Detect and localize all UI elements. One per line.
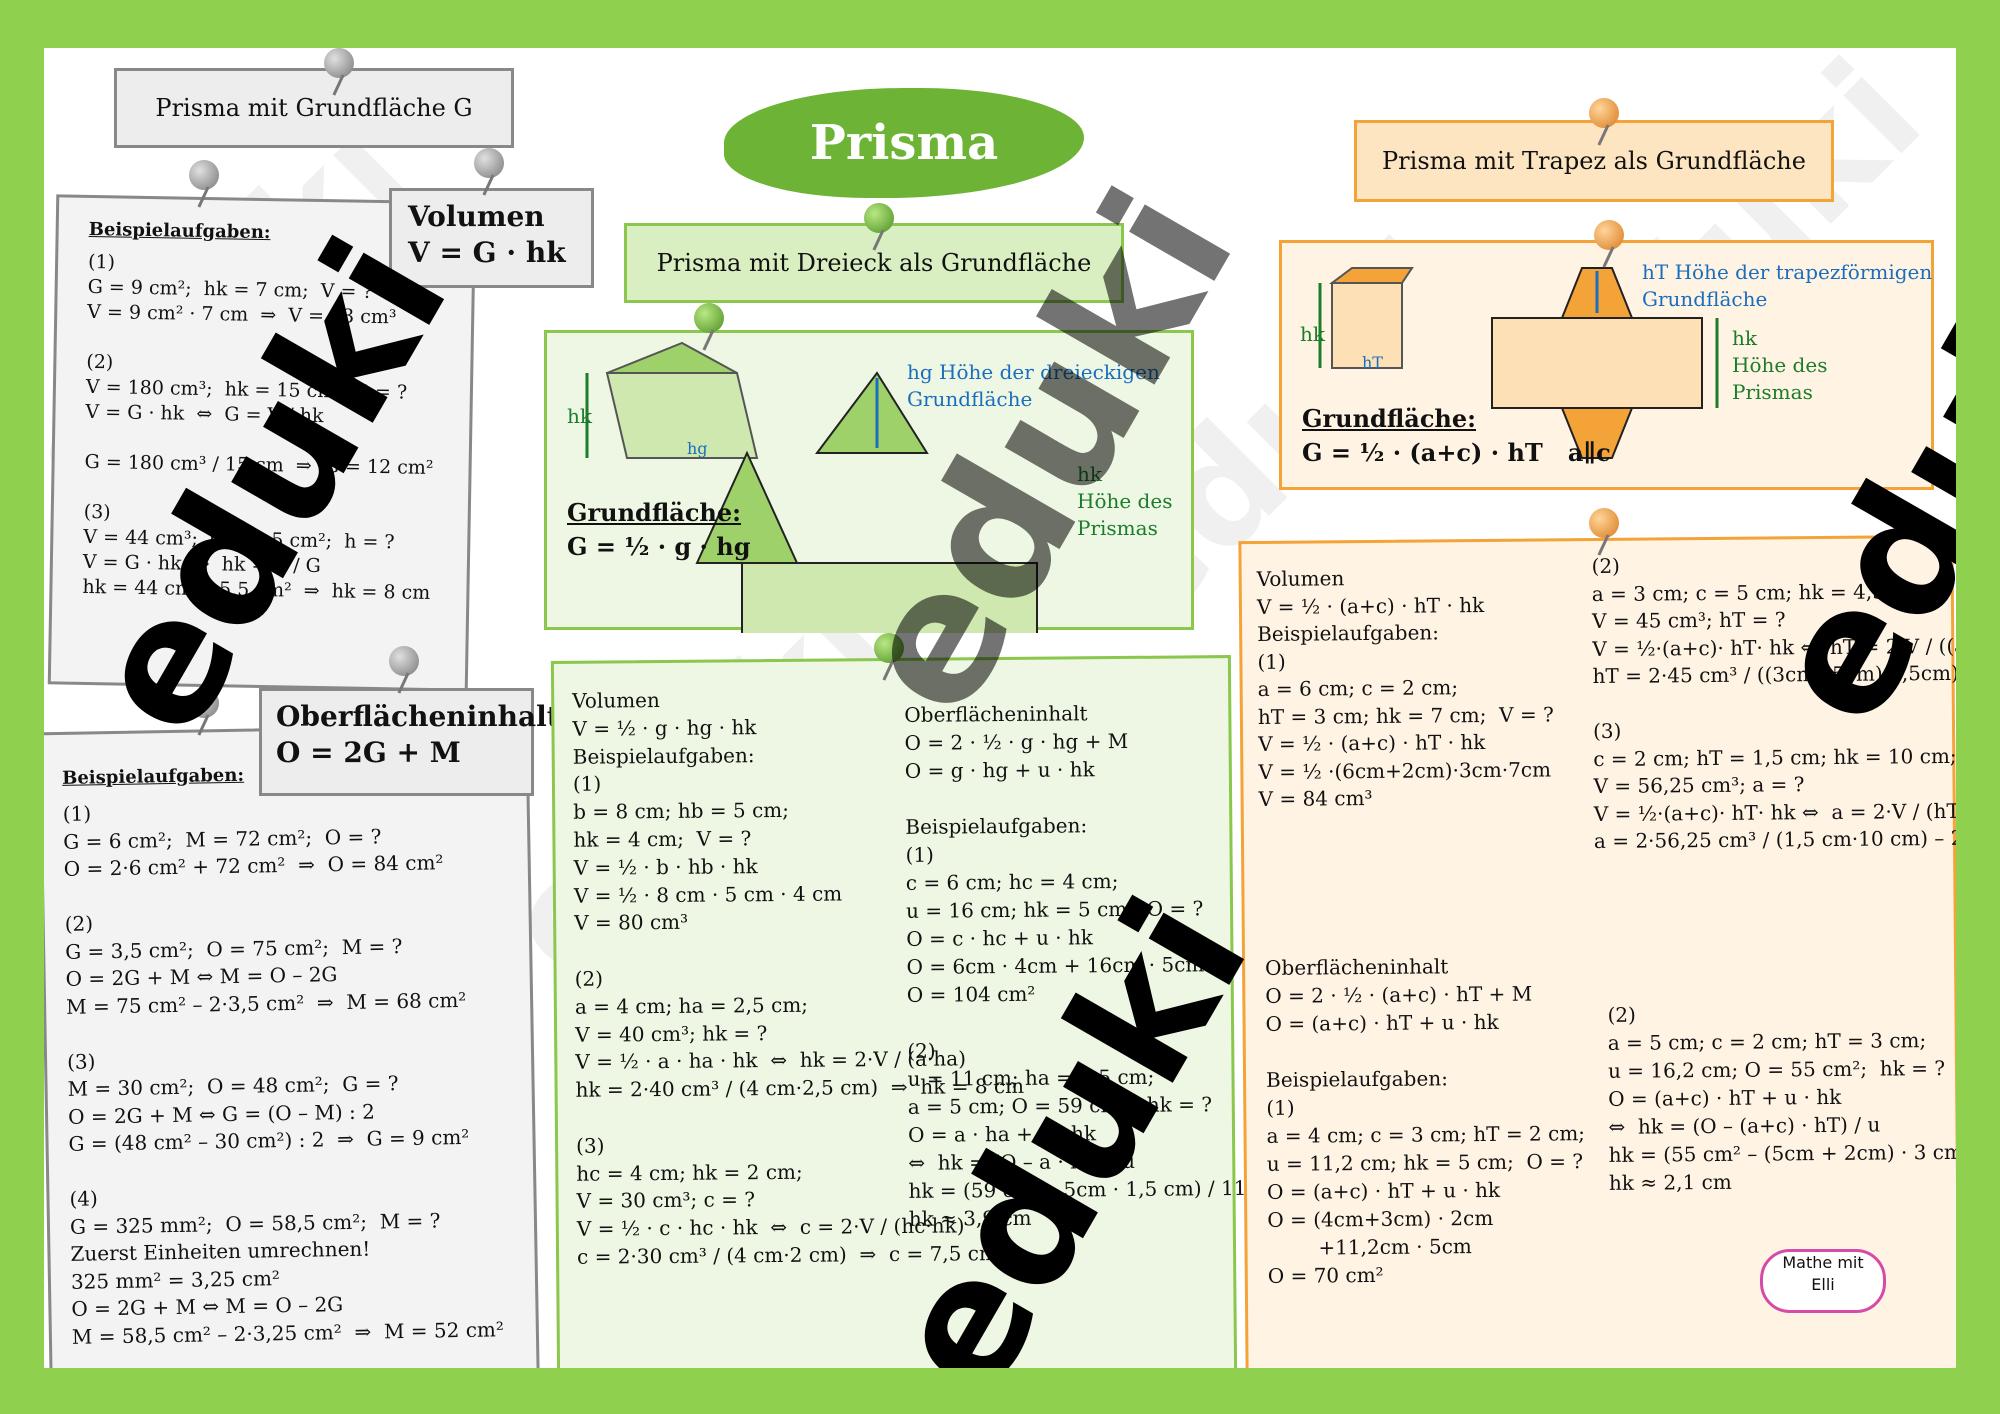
dreieck-prism-diagram [585,341,1038,633]
worksheet: eduki eduki eduki eduki eduki Prisma Pri… [44,48,1956,1368]
oberflaeche-examples-text: (1) G = 6 cm²; M = 72 cm²; O = ? O = 2·6… [62,801,505,1349]
hk-small-label: hk [1300,322,1325,346]
grundflaeche-formula: G = ½ · g · hg [567,532,751,561]
pin-icon [864,203,894,233]
pin-icon [474,148,504,178]
right-header: Prisma mit Trapez als Grundfläche [1354,120,1834,202]
volumen-title: Volumen [408,200,545,233]
hk-description: hk Höhe des Prismas [1077,462,1173,540]
grundflaeche-formula: G = ½ · (a+c) · hT a∥c [1302,438,1611,467]
logo-text: Mathe mit Elli [1782,1253,1864,1294]
pin-icon [694,303,724,333]
pin-icon [389,646,419,676]
hk-small-label: hk [567,404,592,428]
trapez-prism-diagram [1318,267,1719,459]
grundflaeche-title: Grundfläche: [567,498,742,527]
pin-icon [1589,98,1619,128]
grundflaeche-title: Grundfläche: [1302,404,1477,433]
hg-small-label: hg [687,439,708,458]
trapez-oberflaeche-text: Oberflächeninhalt O = 2 · ½ · (a+c) · hT… [1264,954,1586,1288]
hg-description: hg Höhe der dreieckigen Grundfläche [907,360,1160,411]
pin-icon [1594,220,1624,250]
ht-description: hT Höhe der trapezförmigen Grundfläche [1642,260,1933,311]
trapez-oberflaeche-examples-text: (2) a = 5 cm; c = 2 cm; hT = 3 cm; u = 1… [1607,1002,1956,1195]
pin-icon [874,633,904,663]
trapez-volumen-text: Volumen V = ½ · (a+c) · hT · hk Beispiel… [1256,566,1554,811]
examples-heading: Beispielaufgaben: [61,764,245,789]
pin-icon [189,160,219,190]
pin-icon [189,688,219,718]
oberflaeche-title: Oberflächeninhalt [276,700,560,733]
oberflaeche-card: Beispielaufgaben: (1) G = 6 cm²; M = 72 … [44,723,540,1368]
volumen-formula: V = G · hk [408,236,566,269]
pin-icon [1589,508,1619,538]
volumen-title-card: Volumen V = G · hk [389,188,594,288]
examples-heading: Beispielaufgaben: [88,218,271,244]
hk-description: hk Höhe des Prismas [1732,326,1828,404]
oberflaeche-formula: O = 2G + M [276,736,461,769]
dreieck-grundflaeche-card: hk hg hg Höhe der dreieckigen Grundfläch… [544,330,1194,633]
page-title: Prisma [724,88,1084,198]
oberflaeche-title-card: Oberflächeninhalt O = 2G + M [259,688,560,796]
pin-icon [324,48,354,78]
logo: Mathe mit Elli [1760,1249,1886,1313]
trapez-grundflaeche-card: hk hT hT Höhe der trapezförmigen Grundfl… [1279,240,1934,490]
left-header: Prisma mit Grundfläche G [114,68,514,148]
ht-small-label: hT [1362,353,1383,372]
